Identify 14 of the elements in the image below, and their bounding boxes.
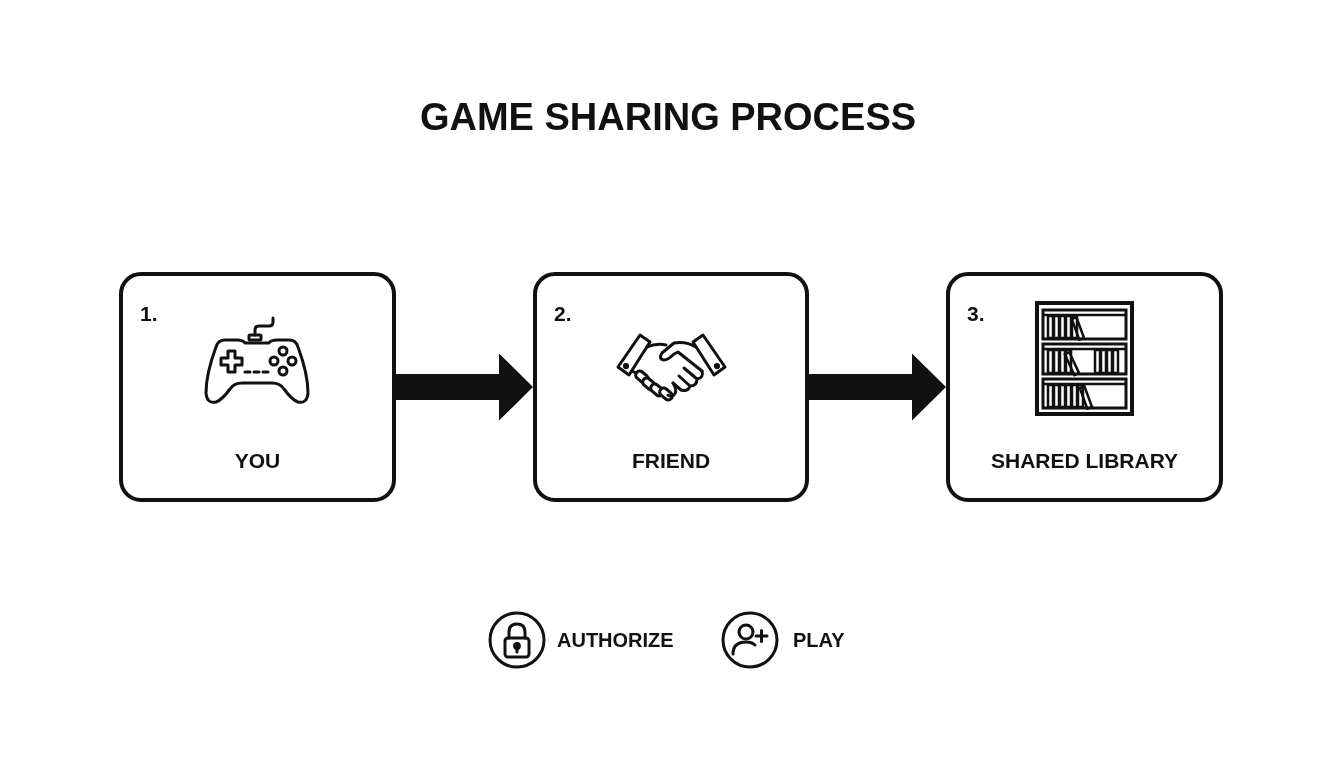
step-number: 2. — [554, 303, 572, 324]
step-card — [119, 272, 396, 502]
legend-label: PLAY — [793, 630, 845, 650]
step-label: FRIEND — [631, 449, 711, 471]
step-label: SHARED LIBRARY — [990, 449, 1179, 471]
diagram-title: GAME SHARING PROCESS — [419, 98, 917, 136]
block-arrow — [396, 353, 533, 421]
step-number: 1. — [140, 303, 158, 324]
block-arrow — [809, 353, 946, 421]
step-card — [533, 272, 809, 502]
step-card — [946, 272, 1223, 502]
legend-label: AUTHORIZE — [557, 630, 674, 650]
step-number: 3. — [967, 303, 985, 324]
step-label: YOU — [234, 449, 281, 471]
